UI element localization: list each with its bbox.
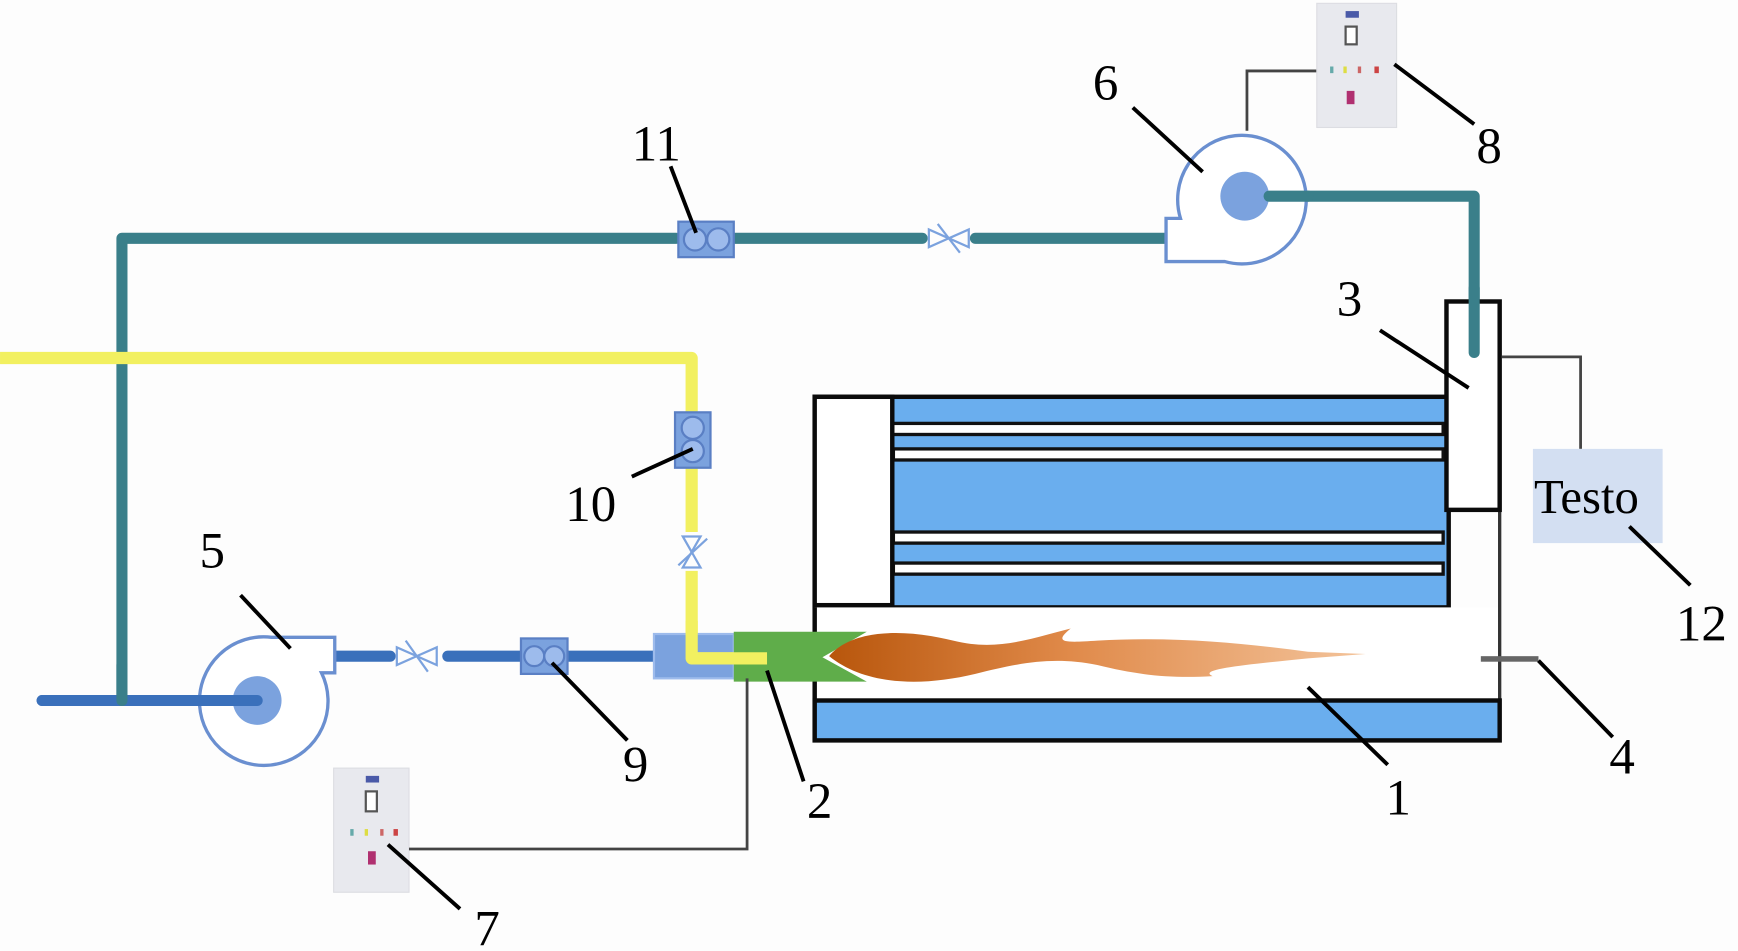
control-panel-7[interactable] [333, 678, 749, 893]
air-valve-icon[interactable] [395, 640, 438, 673]
gas-pipe [0, 351, 771, 665]
label-9: 9 [623, 737, 648, 793]
flame-icon [829, 628, 1366, 682]
air-fan-icon[interactable] [36, 635, 337, 768]
gas-valve-icon[interactable] [677, 535, 708, 569]
panel-indicator-icon [365, 775, 380, 783]
label-11: 11 [632, 117, 681, 173]
label-12: 12 [1676, 597, 1727, 653]
furnace [812, 282, 1539, 743]
label-6: 6 [1093, 56, 1118, 112]
sampling-port[interactable] [1480, 656, 1539, 662]
label-4: 4 [1609, 730, 1634, 786]
label-1: 1 [1386, 771, 1411, 827]
air-flow-meter-icon[interactable] [519, 637, 569, 676]
label-3: 3 [1337, 272, 1362, 328]
fgr-valve-icon[interactable] [927, 223, 970, 254]
panel-switch-icon [1346, 90, 1355, 105]
panel-indicator-icon [1345, 11, 1359, 18]
label-10: 10 [565, 477, 616, 533]
burner-icon[interactable] [691, 631, 867, 682]
label-5: 5 [200, 523, 225, 579]
panel-switch-icon [368, 851, 376, 865]
gas-flow-meter-icon[interactable] [673, 411, 712, 469]
analyzer-label: Testo [1534, 470, 1639, 524]
label-7: 7 [474, 901, 499, 951]
panel-display-icon [1344, 25, 1358, 46]
fgr-fan-icon[interactable] [1164, 133, 1314, 266]
leader-lines [239, 62, 1692, 911]
label-2: 2 [807, 774, 832, 830]
fgr-flow-meter-icon[interactable] [677, 220, 735, 259]
control-panel-8[interactable] [1245, 2, 1398, 131]
flue-gas-analyzer[interactable]: Testo [1501, 355, 1663, 544]
label-8: 8 [1476, 119, 1501, 175]
panel-display-icon [364, 790, 378, 813]
